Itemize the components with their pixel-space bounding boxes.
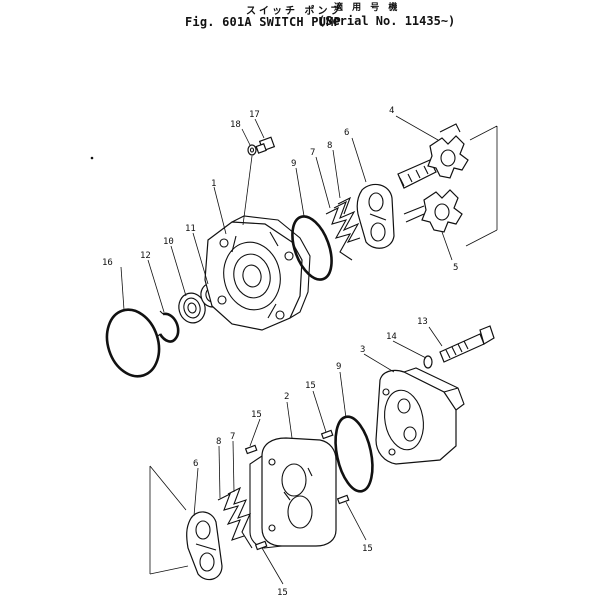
callout-part-12: 12 <box>140 251 151 261</box>
part-12-snap-ring[interactable] <box>156 310 180 343</box>
callout-part-5: 5 <box>453 263 458 273</box>
callout-part-17: 17 <box>249 110 260 120</box>
bracket-lower-plate <box>149 465 189 575</box>
serial-number-label: (Serial No. 11435~) <box>318 14 456 28</box>
part-9-o-ring-lower[interactable] <box>329 413 378 494</box>
callout-part-2: 2 <box>284 392 289 402</box>
callout-part-11: 11 <box>185 224 196 234</box>
plug-center-line <box>242 155 253 226</box>
part-2-gear-body[interactable] <box>249 437 337 549</box>
part-3-rear-cover[interactable] <box>375 367 465 465</box>
leader-lines-upper <box>120 115 453 313</box>
callout-part-4: 4 <box>389 106 394 116</box>
leader-lines-lower <box>193 326 443 585</box>
stray-dot <box>90 156 94 160</box>
part-18-washer[interactable] <box>247 144 257 156</box>
callout-part-15-right: 15 <box>362 544 373 554</box>
callout-part-7-upper: 7 <box>310 148 315 158</box>
part-4-drive-gear[interactable] <box>397 123 469 189</box>
serial-range: 適 用 号 機 (Serial No. 11435~) <box>318 0 455 28</box>
callout-part-13: 13 <box>417 317 428 327</box>
callout-part-1: 1 <box>211 179 216 189</box>
part-1-front-cover[interactable] <box>204 215 311 331</box>
callout-part-10: 10 <box>163 237 174 247</box>
part-15-dowel-pins[interactable] <box>244 429 350 551</box>
callout-part-16: 16 <box>102 258 113 268</box>
title-japanese: スイッチ ポンプ <box>246 6 344 17</box>
serial-label-japanese: 適 用 号 機 <box>334 3 401 13</box>
part-7-spring-upper[interactable] <box>325 206 353 261</box>
callout-part-14: 14 <box>386 332 397 342</box>
figure-title: Fig. 601A SWITCH PUMP <box>185 15 341 29</box>
part-14-washer[interactable] <box>423 355 433 369</box>
callout-part-6-lower: 6 <box>193 459 198 469</box>
callout-part-3: 3 <box>360 345 365 355</box>
callout-part-15-bottom: 15 <box>277 588 288 598</box>
callout-part-6-upper: 6 <box>344 128 349 138</box>
callout-part-9-upper: 9 <box>291 159 296 169</box>
part-16-o-ring[interactable] <box>99 303 168 383</box>
part-10-oil-seal[interactable] <box>176 290 209 326</box>
part-6-plate-upper[interactable] <box>356 183 395 249</box>
part-5-driven-gear[interactable] <box>403 189 463 233</box>
callout-part-8-upper: 8 <box>327 141 332 151</box>
callout-part-18: 18 <box>230 120 241 130</box>
callout-part-9-lower: 9 <box>336 362 341 372</box>
part-17-plug[interactable] <box>255 136 276 154</box>
bracket-gears <box>465 125 498 247</box>
callout-part-7-lower: 7 <box>230 432 235 442</box>
callout-part-15-left: 15 <box>251 410 262 420</box>
part-7-spring-lower[interactable] <box>227 486 253 549</box>
part-8-spring-lower[interactable] <box>217 492 245 541</box>
callout-part-15-top: 15 <box>305 381 316 391</box>
part-8-spring-upper[interactable] <box>333 196 361 243</box>
part-6-plate-lower[interactable] <box>186 511 223 581</box>
part-13-bolt[interactable] <box>439 325 495 363</box>
callout-part-8-lower: 8 <box>216 437 221 447</box>
part-9-o-ring-upper[interactable] <box>285 211 340 285</box>
